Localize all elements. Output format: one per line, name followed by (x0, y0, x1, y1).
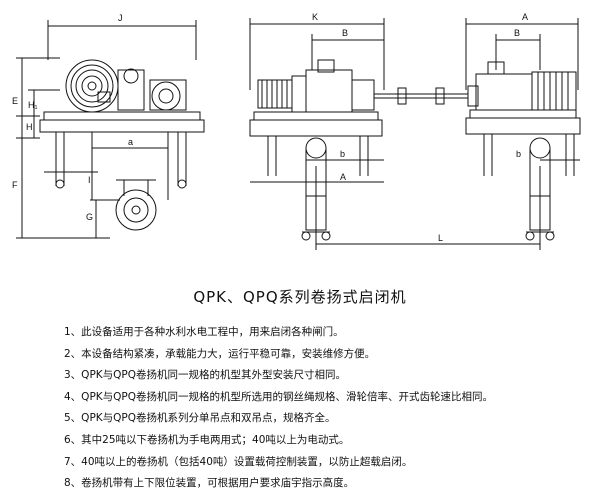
note-item: 8、卷扬机带有上下限位装置，可根据用户要求庙宇指示高度。 (64, 477, 355, 490)
dim-label-F: F (12, 180, 18, 190)
note-item: 4、QPK与QPQ卷扬机同一规格的机型所选用的钢丝绳规格、滑轮倍率、开式齿轮速比… (64, 390, 494, 403)
page-title: QPK、QPQ系列卷扬式启闭机 (193, 288, 407, 306)
dim-label-b-right: b (516, 149, 521, 159)
note-item: 2、本设备结构紧凑，承载能力大，运行平稳可靠，安装维修方便。 (64, 347, 376, 360)
dim-label-B-right: B (514, 28, 520, 38)
dim-label-B-mid: B (342, 28, 348, 38)
dim-label-I: I (88, 175, 91, 185)
dim-label-A-mid: A (340, 172, 346, 182)
hoist-technical-drawing: J K A B B E H₁ H F G I a b b A L (12, 12, 581, 250)
front-view-left-unit (249, 18, 468, 250)
dim-label-H: H (26, 122, 33, 132)
dim-label-E: E (12, 96, 18, 106)
dim-label-K: K (312, 12, 318, 22)
dim-label-a: a (128, 137, 133, 147)
dim-label-J: J (118, 13, 123, 23)
dimension-labels: J K A B B E H₁ H F G I a b b A L (12, 12, 528, 243)
side-view (16, 20, 205, 239)
dim-label-H1: H₁ (28, 100, 38, 110)
dim-label-b-mid: b (340, 149, 345, 159)
front-view-right-unit (465, 18, 581, 250)
note-item: 1、此设备适用于各种水利水电工程中，用来启闭各种闸门。 (64, 326, 344, 338)
note-item: 6、其中25吨以下卷扬机为手电两用式；40吨以上为电动式。 (64, 433, 350, 446)
dim-label-G: G (86, 212, 93, 222)
note-item: 7、40吨以上的卷扬机（包括40吨）设置载荷控制装置，以防止超载启闭。 (64, 455, 413, 468)
dim-label-L: L (438, 233, 443, 243)
note-item: 5、QPK与QPQ卷扬机系列分单吊点和双吊点，规格齐全。 (64, 412, 336, 425)
note-item: 3、QPK与QPQ卷扬机同一规格的机型其外型安装尺寸相同。 (64, 369, 347, 382)
spec-notes-list: 1、此设备适用于各种水利水电工程中，用来启闭各种闸门。 2、本设备结构紧凑，承载… (64, 322, 584, 495)
dim-label-A-top: A (522, 12, 528, 22)
